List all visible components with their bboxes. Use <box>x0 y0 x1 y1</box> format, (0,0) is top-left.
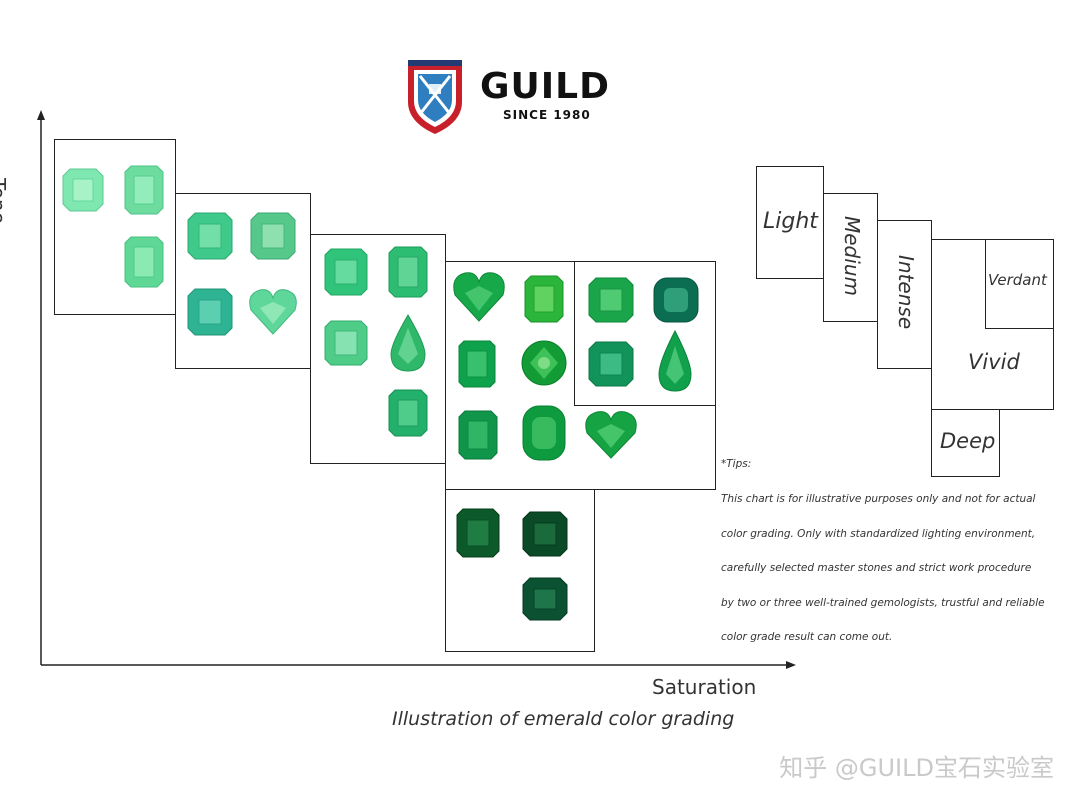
tips-line: by two or three well-trained gemologists… <box>721 597 1045 609</box>
grade-box-verdant <box>574 261 716 406</box>
axes <box>37 110 796 669</box>
emerald-cut-gem <box>388 389 428 437</box>
cushion-cut-gem <box>653 277 699 323</box>
tips-line: color grading. Only with standardized li… <box>721 528 1036 540</box>
brand-name: GUILD <box>480 66 610 107</box>
round-cut-gem <box>521 340 567 386</box>
heart-cut-gem <box>453 272 505 322</box>
heart-cut-gem <box>249 289 297 335</box>
emerald-cut-gem <box>588 341 634 387</box>
emerald-cut-gem <box>456 508 500 558</box>
pear-cut-gem <box>658 330 692 392</box>
brand-tagline: SINCE 1980 <box>503 108 591 122</box>
emerald-cut-gem <box>187 288 233 336</box>
legend-label-verdant: Verdant <box>988 271 1047 289</box>
tips-line: carefully selected master stones and str… <box>721 562 1032 574</box>
emerald-cut-gem <box>522 511 568 557</box>
tips-heading: *Tips: <box>721 458 752 470</box>
pear-cut-gem <box>390 314 426 372</box>
watermark: 知乎 @GUILD宝石实验室 <box>779 754 1054 782</box>
emerald-cut-gem <box>324 248 368 296</box>
tips-line: color grade result can come out. <box>721 631 893 643</box>
legend-label-intense: Intense <box>894 255 918 330</box>
legend-label-light: Light <box>763 209 818 234</box>
legend-box-medium: Medium <box>823 193 878 322</box>
legend-label-deep: Deep <box>940 429 996 453</box>
emerald-cut-gem <box>187 212 233 260</box>
emerald-cut-gem <box>124 236 164 288</box>
emerald-cut-gem <box>250 212 296 260</box>
legend-box-verdant: Verdant <box>985 239 1054 329</box>
y-axis-label: Tone <box>0 178 10 225</box>
legend-box-light: Light <box>756 166 824 279</box>
cushion-cut-gem <box>522 405 566 461</box>
tips-line: This chart is for illustrative purposes … <box>721 493 1036 505</box>
legend-label-medium: Medium <box>840 216 864 296</box>
legend-box-deep: Deep <box>931 409 1000 477</box>
emerald-cut-gem <box>124 165 164 215</box>
emerald-cut-gem <box>458 340 496 388</box>
legend-box-intense: Intense <box>877 220 932 369</box>
heart-cut-gem <box>585 411 637 459</box>
emerald-cut-gem <box>388 246 428 298</box>
emerald-cut-gem <box>524 275 564 323</box>
diagram-caption: Illustration of emerald color grading <box>392 708 735 730</box>
legend-label-vivid: Vivid <box>968 350 1020 374</box>
emerald-cut-gem <box>62 168 104 212</box>
grade-box-deep <box>445 489 595 652</box>
emerald-cut-gem <box>324 320 368 366</box>
guild-shield-logo <box>408 60 462 134</box>
emerald-cut-gem <box>458 410 498 460</box>
x-axis-label: Saturation <box>652 675 757 699</box>
emerald-cut-gem <box>522 577 568 621</box>
emerald-cut-gem <box>588 277 634 323</box>
